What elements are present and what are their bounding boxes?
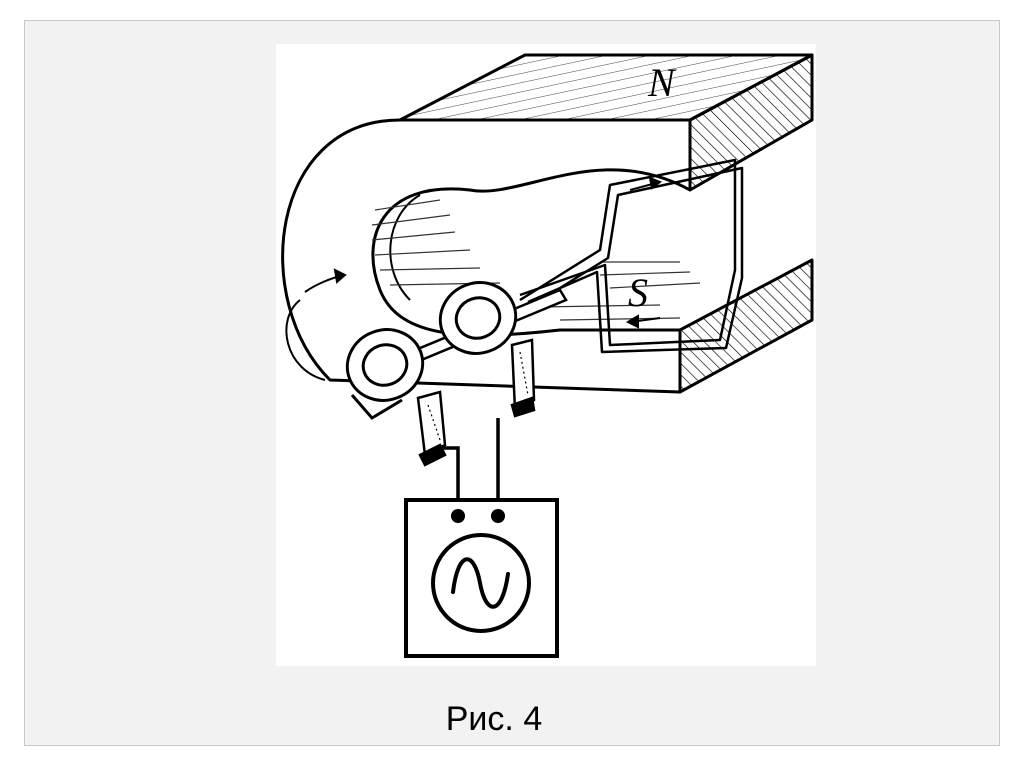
figure-caption: Рис. 4 — [0, 700, 1024, 739]
wire-loop — [519, 158, 744, 354]
sine-wave-icon — [451, 557, 510, 609]
meter-terminal-right — [491, 509, 505, 523]
meter-terminal-left — [451, 509, 465, 523]
slip-ring-back — [438, 281, 518, 355]
current-arrows — [625, 176, 663, 329]
rotation-arrow — [285, 268, 347, 381]
figure-caption-text: Рис. 4 — [445, 700, 543, 738]
horseshoe-magnet — [281, 53, 814, 394]
south-pole-label: S — [628, 270, 648, 315]
ac-meter — [404, 498, 559, 658]
brush-left — [416, 390, 447, 467]
slip-ring-front — [345, 328, 425, 420]
brush-right — [510, 338, 536, 418]
north-pole-label: N — [647, 60, 677, 105]
